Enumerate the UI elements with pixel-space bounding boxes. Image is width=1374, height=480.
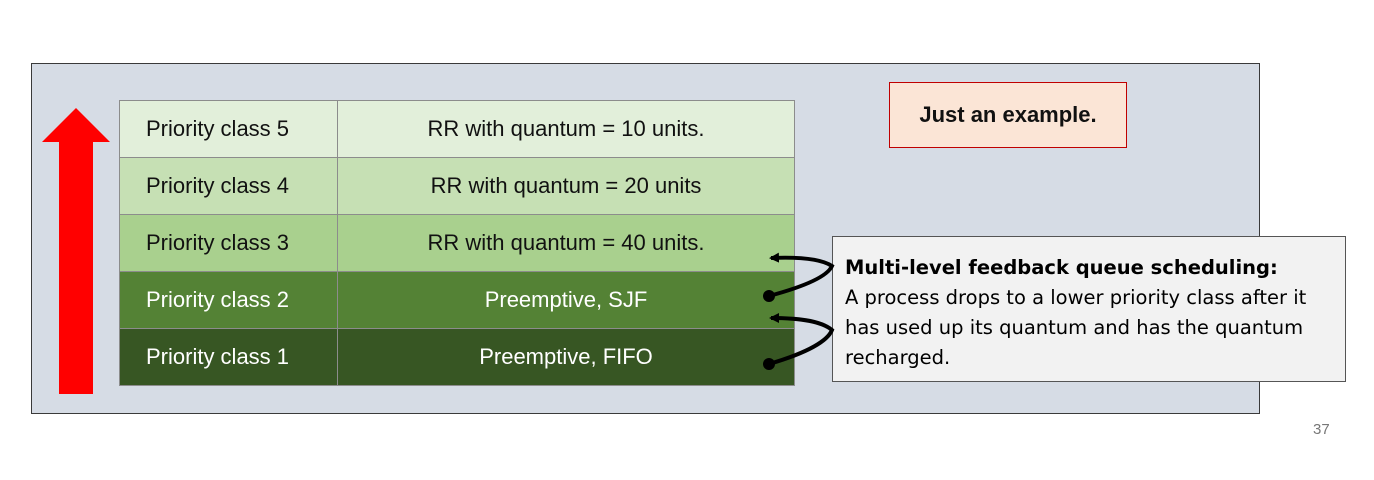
- feedback-note-callout: Multi-level feedback queue scheduling: A…: [832, 236, 1346, 382]
- feedback-note-title: Multi-level feedback queue scheduling:: [845, 256, 1278, 279]
- priority-row-2: Priority class 2 Preemptive, SJF: [119, 271, 795, 329]
- priority-row-3: Priority class 3 RR with quantum = 40 un…: [119, 214, 795, 272]
- priority-up-arrow: [42, 108, 110, 394]
- priority-class-label: Priority class 3: [119, 214, 338, 272]
- priority-class-label: Priority class 2: [119, 271, 338, 329]
- demotion-arrow-class2-to-1: [763, 313, 835, 370]
- priority-row-5: Priority class 5 RR with quantum = 10 un…: [119, 100, 795, 158]
- demotion-arrow-class3-to-2: [763, 252, 835, 302]
- priority-class-label: Priority class 5: [119, 100, 338, 158]
- example-callout: Just an example.: [889, 82, 1127, 148]
- scheduling-policy: RR with quantum = 40 units.: [337, 214, 795, 272]
- page-number: 37: [1313, 421, 1330, 438]
- scheduling-policy: Preemptive, FIFO: [337, 328, 795, 386]
- priority-class-label: Priority class 1: [119, 328, 338, 386]
- priority-row-1: Priority class 1 Preemptive, FIFO: [119, 328, 795, 386]
- priority-table: Priority class 5 RR with quantum = 10 un…: [119, 100, 795, 386]
- scheduling-policy: Preemptive, SJF: [337, 271, 795, 329]
- feedback-note-body: A process drops to a lower priority clas…: [845, 286, 1307, 369]
- scheduling-policy: RR with quantum = 10 units.: [337, 100, 795, 158]
